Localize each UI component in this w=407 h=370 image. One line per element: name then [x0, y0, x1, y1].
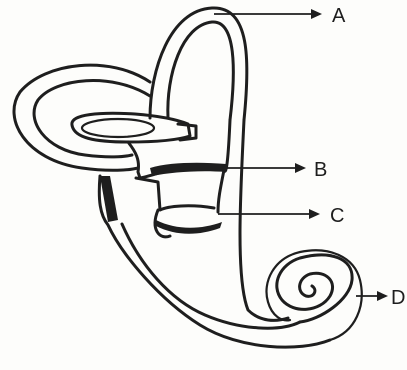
cochlear-duct: [99, 176, 330, 347]
membrane-c: [156, 220, 222, 234]
pointer-b: [226, 163, 306, 173]
membrane-b: [150, 163, 226, 176]
superior-semicircular-canal: [150, 8, 247, 120]
label-d: D: [391, 287, 405, 309]
pointer-c: [218, 209, 320, 219]
vestibule: [128, 120, 288, 320]
label-c: C: [330, 205, 344, 227]
posterior-semicircular-canal: [14, 65, 150, 170]
label-b: B: [314, 159, 327, 181]
label-a: A: [332, 5, 346, 27]
pointer-a: [214, 9, 322, 19]
lateral-semicircular-canal: [72, 113, 196, 142]
